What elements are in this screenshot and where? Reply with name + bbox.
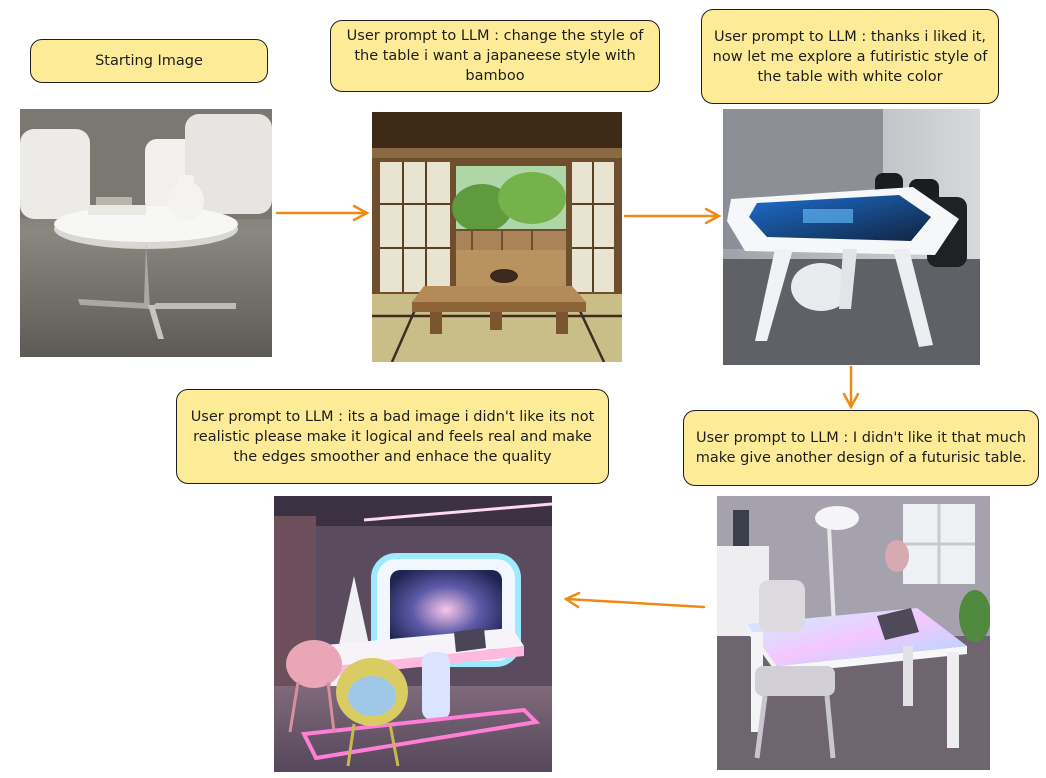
neon-desk-image (274, 496, 552, 772)
starting-image (20, 109, 272, 357)
note-prompt-futuristic-white: User prompt to LLM : thanks i liked it, … (701, 9, 999, 104)
note-prompt-realistic: User prompt to LLM : its a bad image i d… (176, 389, 609, 484)
japanese-table-image (372, 112, 622, 362)
arrow-japanese-to-white (623, 207, 722, 225)
arrow-start-to-japanese (275, 204, 370, 222)
note-starting-image: Starting Image (30, 39, 268, 83)
note-prompt-japanese-style: User prompt to LLM : change the style of… (330, 20, 660, 92)
futuristic-glow-table-image (717, 496, 990, 770)
arrow-glow-to-neon (563, 591, 706, 609)
arrow-white-to-glow (842, 365, 860, 410)
futuristic-white-table-image (723, 109, 980, 365)
note-prompt-another-design: User prompt to LLM : I didn't like it th… (683, 410, 1039, 486)
